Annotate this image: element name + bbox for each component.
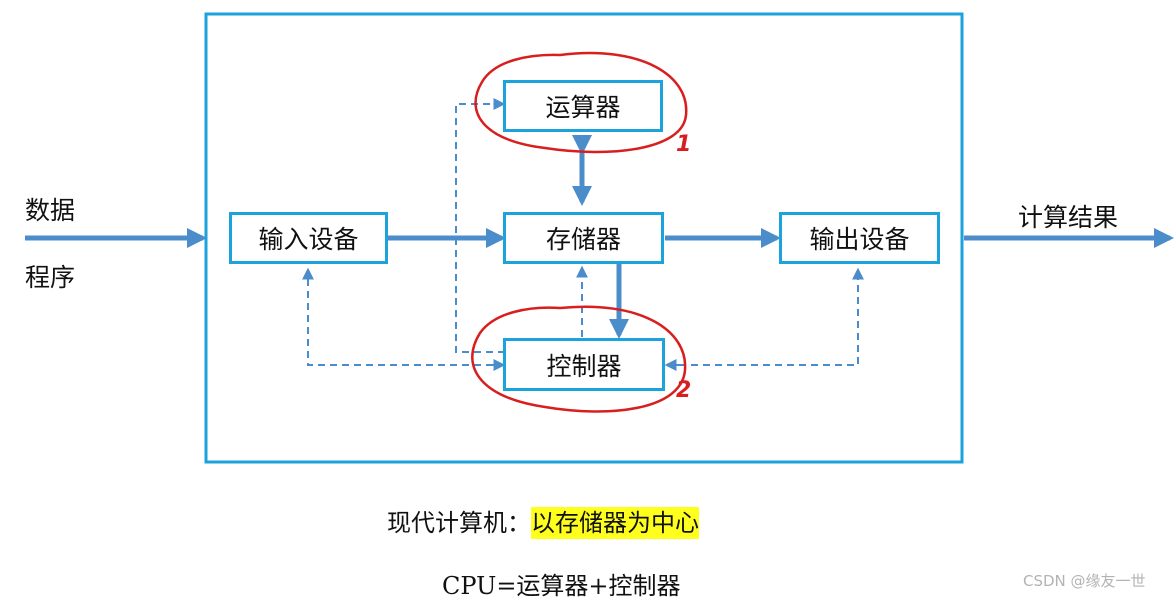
annotation-1: 1	[676, 132, 692, 157]
caption-cpu: CPU=运算器+控制器	[442, 572, 681, 600]
box-output: 输出设备	[779, 212, 940, 264]
box-alu: 运算器	[503, 80, 663, 132]
watermark: CSDN @缘友一世	[1023, 572, 1146, 590]
caption-highlight: 以存储器为中心	[531, 507, 699, 539]
red-circle-control	[471, 305, 687, 413]
dashed-control-to-input	[302, 267, 505, 366]
caption-modern-computer: 现代计算机：以存储器为中心	[387, 503, 699, 539]
caption-prefix: 现代计算机：	[387, 509, 531, 537]
annotation-2: 2	[676, 378, 692, 403]
label-result: 计算结果	[1018, 203, 1119, 232]
box-control: 控制器	[503, 338, 665, 391]
box-memory: 存储器	[503, 212, 664, 264]
box-input: 输入设备	[229, 212, 388, 264]
label-data: 数据	[25, 196, 76, 225]
red-circle-alu	[474, 51, 688, 154]
dashed-control-to-output	[667, 267, 864, 366]
dashed-control-to-alu	[455, 98, 506, 353]
label-program: 程序	[25, 263, 76, 292]
